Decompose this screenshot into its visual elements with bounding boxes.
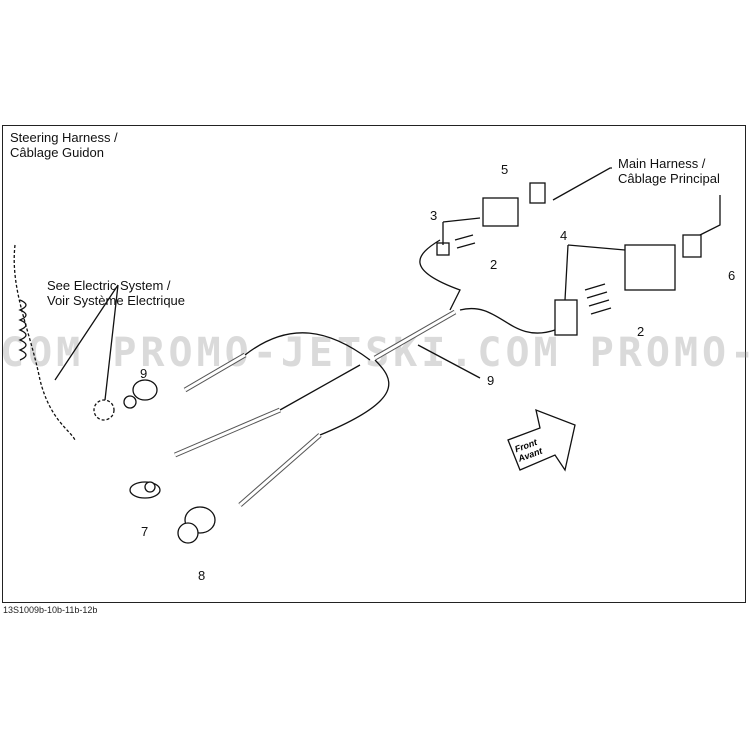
part-number-3: 3 — [430, 208, 438, 223]
title-line2: Câblage Guidon — [10, 145, 104, 160]
part-number-6: 6 — [728, 268, 736, 283]
part-number-2: 2 — [490, 257, 498, 272]
diagram-frame — [2, 125, 746, 603]
part-number-9: 9 — [487, 373, 495, 388]
part-number-9: 9 — [140, 366, 148, 381]
part-number-2: 2 — [637, 324, 645, 339]
diagram-code: 13S1009b-10b-11b-12b — [3, 605, 98, 615]
main-harness-line1: Main Harness / — [618, 156, 706, 171]
title-line1: Steering Harness / — [10, 130, 118, 145]
part-number-8: 8 — [198, 568, 206, 583]
electric-system-line2: Voir Système Electrique — [47, 293, 186, 308]
part-number-5: 5 — [501, 162, 509, 177]
part-number-7: 7 — [141, 524, 149, 539]
watermark: COM PROMO-JETSKI.COM PROMO-JETSKI — [0, 330, 749, 376]
electric-system-line1: See Electric System / — [47, 278, 171, 293]
part-number-4: 4 — [560, 228, 568, 243]
main-harness-line2: Câblage Principal — [618, 171, 720, 186]
